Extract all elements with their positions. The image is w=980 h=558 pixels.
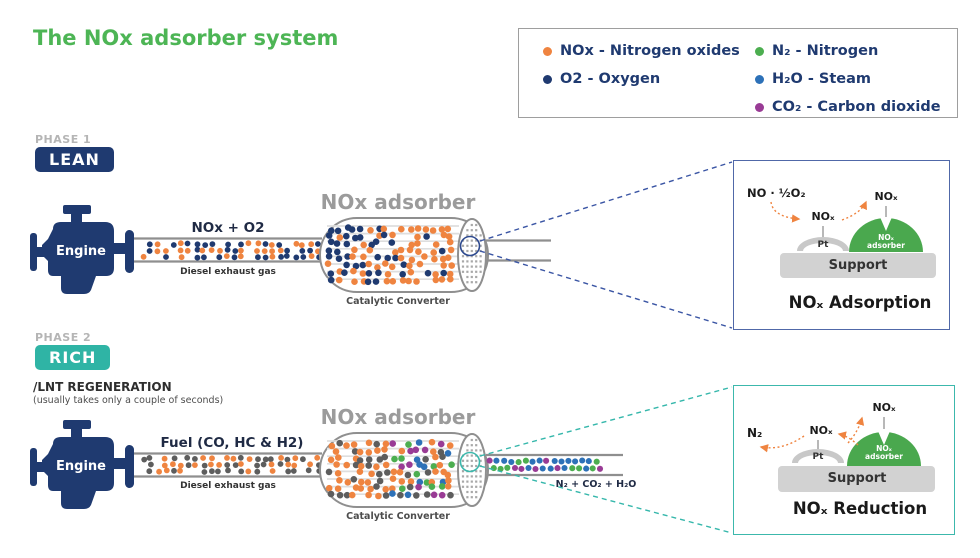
rich-badge: RICH (35, 345, 111, 370)
phase2-pipe-sublabel: Diesel exhaust gas (180, 481, 276, 491)
pt-label: Pt (812, 452, 824, 462)
navy-dot-icon (543, 74, 552, 84)
lean-badge: LEAN (35, 147, 114, 172)
phase2-label: PHASE 2 (35, 331, 92, 344)
phase2-pipe-dots (141, 454, 323, 475)
phase2-honeycomb-grid (461, 438, 482, 499)
adsorber-dome-label-line2: adsorber (867, 241, 905, 250)
phase1-honeycomb-grid (461, 223, 482, 284)
phase2-converter-label: Catalytic Converter (346, 511, 450, 522)
phase1-inlet-pipe (134, 237, 322, 263)
adsorption-reactant-label: NO · ½O₂ (747, 186, 806, 200)
legend-item: NOx - Nitrogen oxides (543, 37, 740, 65)
legend-item-label: N₂ - Nitrogen (772, 43, 879, 59)
reduction-n2-label: N₂ (747, 426, 763, 440)
engine-label: Engine (56, 459, 106, 474)
reduction-nox-mid-label: NOₓ (809, 424, 833, 437)
phase2-zoom-dashed-lines (479, 386, 733, 534)
reduction-caption: NOₓ Reduction (792, 499, 928, 518)
adsorption-nox-top-label: NOₓ (874, 190, 898, 203)
lnt-regeneration-label: /LNT REGENERATION (33, 380, 172, 394)
legend-column-left: NOx - Nitrogen oxides O2 - Oxygen (543, 37, 740, 93)
pt-label: Pt (817, 240, 829, 250)
phase2-converter-dots (325, 438, 455, 500)
phase1-pipe-label: NOx + O2 (191, 220, 265, 236)
legend-item-label: NOx - Nitrogen oxides (560, 43, 740, 59)
phase2-outlet-label: N₂ + CO₂ + H₂O (555, 479, 637, 490)
phase1-zoom-highlight-circle (459, 235, 481, 257)
legend-item-label: CO₂ - Carbon dioxide (772, 99, 941, 115)
purple-dot-icon (755, 102, 764, 112)
phase1-zoom-dashed-lines (479, 161, 733, 329)
legend-item-label: O2 - Oxygen (560, 71, 661, 87)
phase1-honeycomb-face-icon (457, 218, 487, 292)
phase1-adsorber-title: NOx adsorber (320, 190, 476, 214)
phase1-converter-label: Catalytic Converter (346, 296, 450, 307)
phase1-pipe-dots (140, 240, 322, 261)
support-label: Support (827, 471, 887, 486)
orange-dot-icon (543, 46, 552, 56)
phase1-outlet-pipe (486, 239, 551, 262)
support-label: Support (828, 258, 888, 273)
legend-item-label: H₂O - Steam (772, 71, 872, 87)
phase2-outlet-dots (486, 457, 604, 473)
phase2-pipe-label: Fuel (CO, HC & H2) (160, 435, 304, 451)
phase2-outlet-pipe (486, 453, 623, 477)
phase2-converter-body (319, 432, 489, 508)
engine-label: Engine (56, 244, 106, 259)
phase2-inlet-pipe (134, 452, 322, 478)
page-title: The NOx adsorber system (33, 26, 339, 50)
adsorption-caption: NOₓ Adsorption (788, 293, 932, 312)
legend-item: H₂O - Steam (755, 65, 941, 93)
legend-item: CO₂ - Carbon dioxide (755, 93, 941, 121)
green-dot-icon (755, 46, 764, 56)
phase2-zoom-highlight-circle (459, 451, 481, 473)
phase1-pipe-sublabel: Diesel exhaust gas (180, 267, 276, 277)
legend-item: O2 - Oxygen (543, 65, 740, 93)
phase2-honeycomb-face-icon (457, 433, 487, 507)
phase2-adsorber-title: NOx adsorber (320, 405, 476, 429)
adsorber-dome-label-line2: adsorber (865, 452, 903, 461)
legend-item: N₂ - Nitrogen (755, 37, 941, 65)
phase1-converter-body (319, 217, 489, 293)
phase2-converter-channels (327, 440, 459, 496)
phase1-converter-channels (327, 225, 459, 281)
legend-box: NOx - Nitrogen oxides O2 - Oxygen N₂ - Ni… (518, 28, 958, 118)
lnt-regeneration-note: (usually takes only a couple of seconds) (33, 395, 224, 406)
adsorption-nox-mid-label: NOₓ (811, 210, 835, 223)
phase1-converter-dots (324, 224, 456, 286)
phase1-label: PHASE 1 (35, 133, 92, 146)
blue-dot-icon (755, 74, 764, 84)
reduction-nox-top-label: NOₓ (872, 401, 896, 414)
